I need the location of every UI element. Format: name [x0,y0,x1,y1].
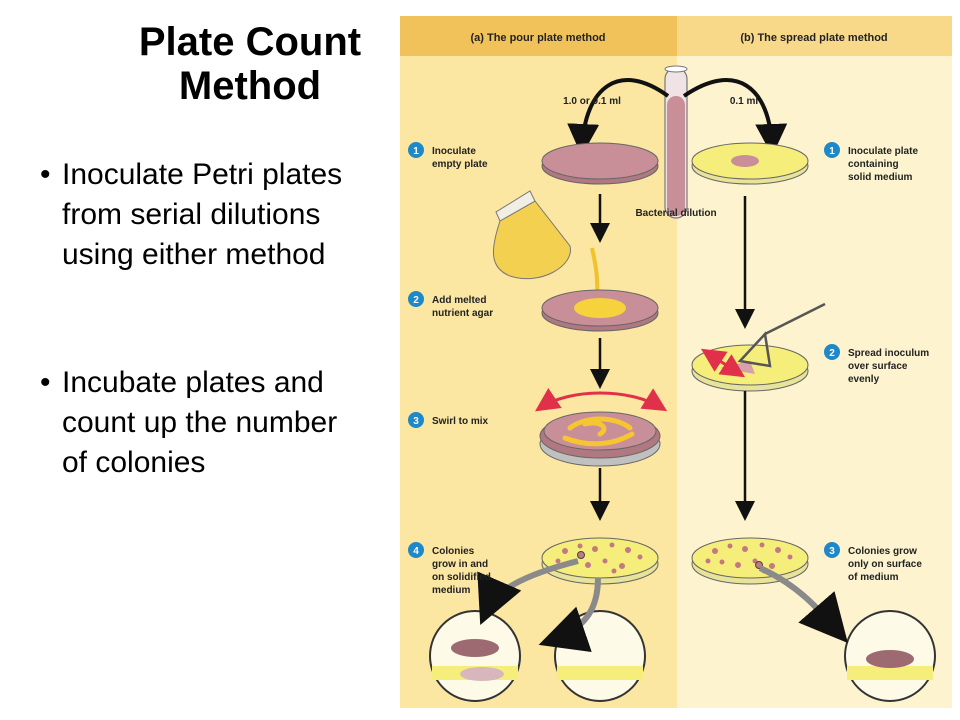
tube-label: Bacterial dilution [635,208,716,219]
plate-b1-inoculated [691,142,809,185]
zoom-view-a [429,610,521,702]
bullet-item: Inoculate Petri plates from serial dilut… [40,155,360,275]
step-number: 1 [829,146,835,157]
svg-text:Inoculate empty plate: Inoculate empty plate [432,146,488,170]
step-label: grow in and [432,559,488,570]
zoom-arrow [477,558,579,626]
title-line-2: Method [178,64,322,108]
step-label: medium [432,585,470,596]
step-label: only on surface [848,559,922,570]
plate-count-diagram: (a) The pour plate method (b) The spread… [400,16,952,708]
svg-text:Colonies grow in and: Colonies grow in and on solidified mediu… [432,546,494,596]
step-label: evenly [848,374,880,385]
step-label: Inoculate plate [848,146,918,157]
step-a2: 2 Add melted nutrient agar [408,291,493,319]
zoom-arrow [758,565,848,644]
plate-a4-colonies [541,537,659,585]
step-b1: 1 Inoculate plate containing solid mediu… [824,142,921,183]
step-number: 4 [413,546,419,557]
volume-label-a: 1.0 or 0.1 ml [563,96,621,107]
panel-a-header-bar [400,16,677,56]
bullet-item: Incubate plates and count up the number … [40,363,360,483]
bacterial-dilution-tube [664,65,688,219]
panel-b-header-bar [677,16,952,56]
step-number: 3 [829,546,835,557]
step-label: solid medium [848,172,913,183]
step-number: 2 [413,295,419,306]
step-label: Spread inoculum [848,348,929,359]
svg-text:Inoculate plate containi: Inoculate plate containing solid medium [848,146,921,183]
step-label: on solidified [432,572,491,583]
plate-a3-swirl [539,411,661,467]
step-label: Add melted [432,295,486,306]
slide-title: Plate Count Method [100,20,400,108]
swirl-arrow-icon [535,388,668,412]
plate-b3-colonies [691,537,809,585]
step-b2: 2 Spread inoculum over surface evenly [824,344,932,385]
svg-text:Spread inoculum over sur: Spread inoculum over surface evenly [848,348,932,385]
svg-text:Colonies grow only on su: Colonies grow only on surface of medium [848,546,925,583]
step-number: 2 [829,348,835,359]
volume-label-b: 0.1 ml [730,96,759,107]
spread-arrow-icon [700,348,746,378]
step-label: Inoculate [432,146,476,157]
bullet-list: Inoculate Petri plates from serial dilut… [40,155,360,483]
step-a1: 1 Inoculate empty plate [408,142,488,170]
step-label: Swirl to mix [432,416,489,427]
step-label: over surface [848,361,908,372]
panel-a-header: (a) The pour plate method [470,32,605,44]
zoom-view-a-2 [554,610,646,702]
panel-a-background [400,16,677,708]
transfer-arrow-a [567,78,670,156]
plate-a2-add-agar [541,289,659,332]
step-label: empty plate [432,159,488,170]
step-label: of medium [848,572,899,583]
plate-a1-inoculated [541,142,659,185]
step-number: 3 [413,416,419,427]
step-label: containing [848,159,899,170]
zoom-arrow [538,577,601,653]
svg-text:Add melted nutrient agar: Add melted nutrient agar [432,295,493,319]
step-label: Colonies grow [848,546,917,557]
step-number: 1 [413,146,419,157]
title-line-1: Plate Count [138,20,362,64]
zoom-view-b [844,610,936,702]
transfer-arrow-b [682,78,788,156]
step-label: Colonies [432,546,475,557]
step-label: nutrient agar [432,308,493,319]
step-a3: 3 Swirl to mix [408,412,489,428]
step-a4: 4 Colonies grow in and on solidified med… [408,542,494,596]
step-b3: 3 Colonies grow only on surface of mediu… [824,542,925,583]
panel-b-header: (b) The spread plate method [740,32,887,44]
spreader-rod-icon [737,302,826,368]
